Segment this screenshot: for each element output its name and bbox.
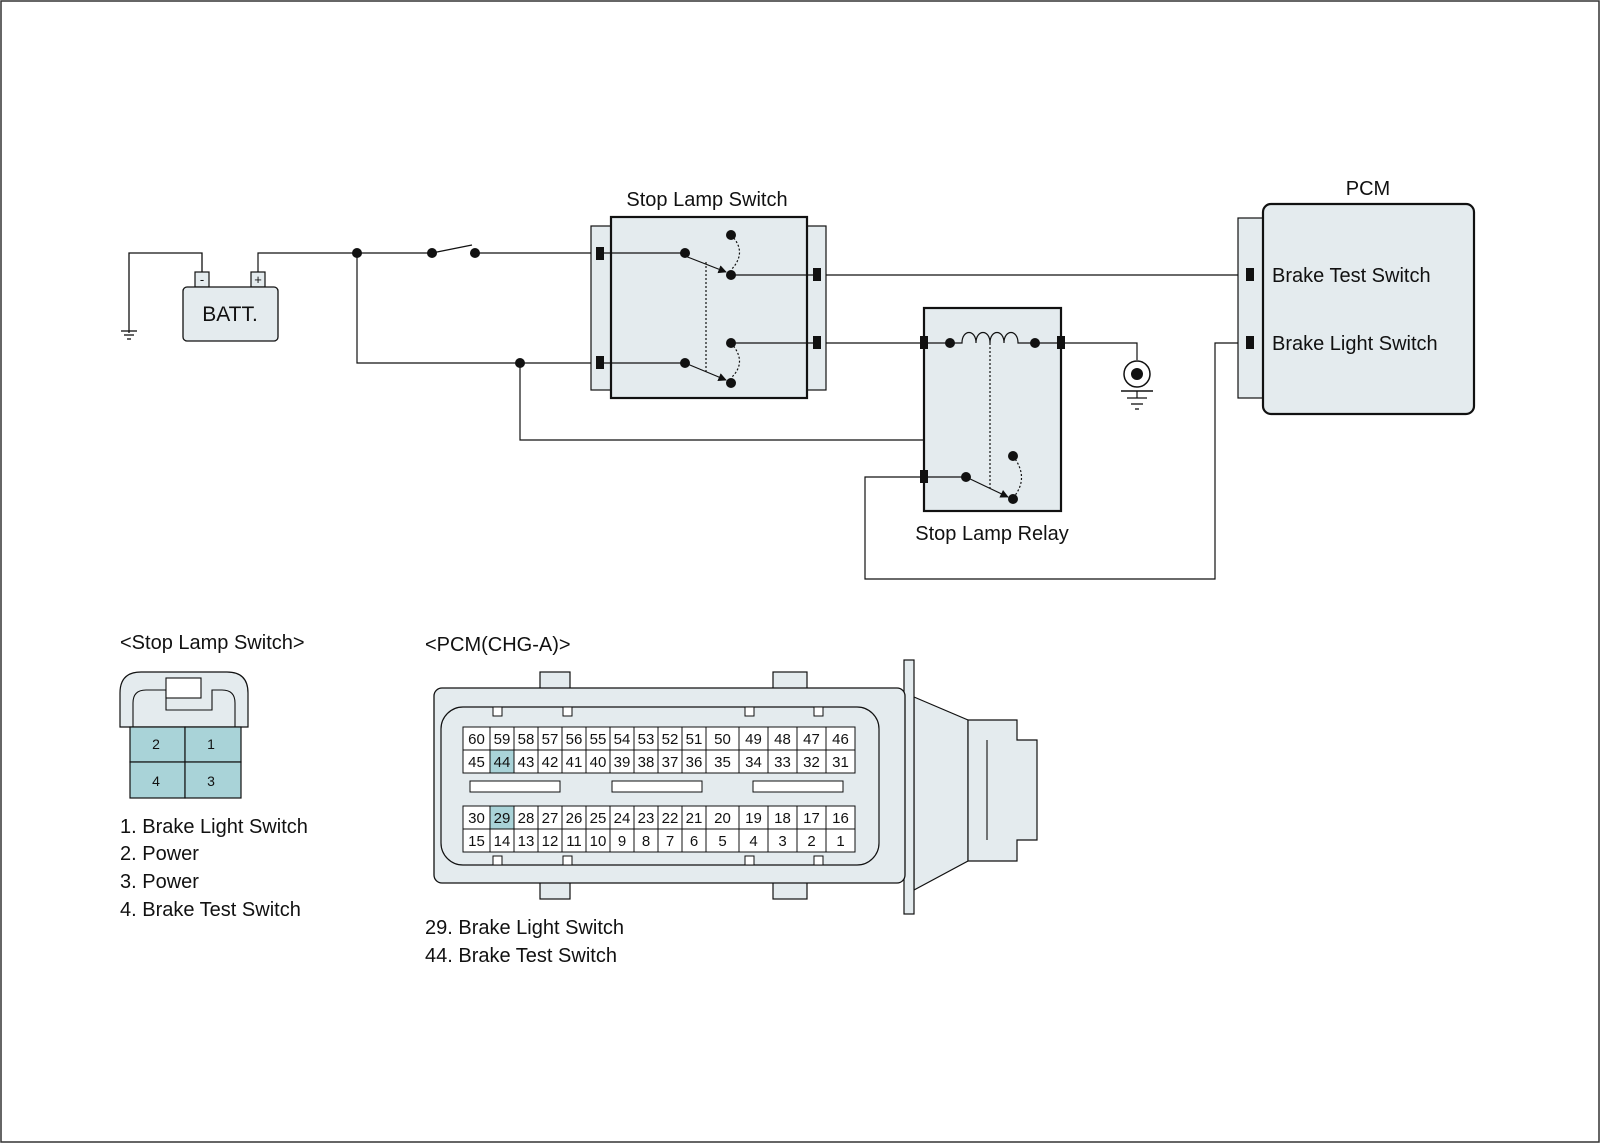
pcm-pin-number: 2 bbox=[807, 833, 815, 850]
pcm-pin-number: 21 bbox=[686, 810, 703, 827]
pcm-pin-number: 13 bbox=[518, 833, 535, 850]
junction-dots bbox=[352, 248, 525, 368]
pcm-pin-cell bbox=[825, 749, 856, 774]
stop-lamp-switch: Stop Lamp Switch bbox=[590, 189, 827, 400]
pcm-pin-number: 25 bbox=[590, 810, 607, 827]
pcm-pin-number: 27 bbox=[542, 810, 559, 827]
pcm-pin-number: 58 bbox=[518, 731, 535, 748]
pcm-input-brake-light: Brake Light Switch bbox=[1272, 333, 1438, 355]
pcm-connector-heading: <PCM(CHG-A)> bbox=[425, 634, 571, 656]
pcm-pin-number: 55 bbox=[590, 731, 607, 748]
stop-lamp-switch-connector: <Stop Lamp Switch> 2 1 4 3 1. Brake Ligh… bbox=[119, 632, 308, 921]
battery-positive-symbol: + bbox=[254, 272, 262, 287]
pcm-pin-number: 18 bbox=[774, 810, 791, 827]
battery: - + BATT. bbox=[121, 252, 279, 342]
pcm-pin-number: 16 bbox=[832, 810, 849, 827]
pcm-pin-number: 43 bbox=[518, 754, 535, 771]
pcm-pin-number: 3 bbox=[778, 833, 786, 850]
pcm-pin-number: 23 bbox=[638, 810, 655, 827]
pcm-pin-number: 7 bbox=[666, 833, 674, 850]
pcm-pin-number: 20 bbox=[714, 810, 731, 827]
pcm-pin-number: 15 bbox=[468, 833, 485, 850]
pcm-pin-number: 17 bbox=[803, 810, 820, 827]
pcm-pin-number: 29 bbox=[494, 810, 511, 827]
pcm-pin-number: 57 bbox=[542, 731, 559, 748]
pcm-pin-number: 8 bbox=[642, 833, 650, 850]
pcm-pin-number: 50 bbox=[714, 731, 731, 748]
pcm-pin-number: 44 bbox=[494, 754, 511, 771]
pcm-pin-number: 26 bbox=[566, 810, 583, 827]
stop-lamp-relay-title: Stop Lamp Relay bbox=[915, 523, 1068, 545]
sls-pin: 1 bbox=[207, 736, 215, 752]
sls-legend-item: 1. Brake Light Switch bbox=[120, 816, 308, 838]
pcm-pin-number: 14 bbox=[494, 833, 511, 850]
pcm-pin-number: 39 bbox=[614, 754, 631, 771]
pcm-pin-number: 51 bbox=[686, 731, 703, 748]
pcm-pin-number: 9 bbox=[618, 833, 626, 850]
sls-connector-heading: <Stop Lamp Switch> bbox=[120, 632, 305, 654]
sls-legend-item: 2. Power bbox=[120, 843, 199, 865]
pcm-pin-number: 6 bbox=[690, 833, 698, 850]
pcm-pin-number: 42 bbox=[542, 754, 559, 771]
pcm-title: PCM bbox=[1346, 178, 1390, 200]
battery-label: BATT. bbox=[202, 303, 258, 326]
ground-symbol bbox=[1121, 360, 1153, 410]
pcm-pin-number: 31 bbox=[832, 754, 849, 771]
pcm-pin-number: 49 bbox=[745, 731, 762, 748]
pcm-pin-number: 48 bbox=[774, 731, 791, 748]
wires bbox=[257, 244, 1250, 580]
pcm-pin-number: 30 bbox=[468, 810, 485, 827]
stop-lamp-relay: Stop Lamp Relay bbox=[915, 306, 1069, 545]
pcm-legend-item: 44. Brake Test Switch bbox=[425, 945, 617, 967]
pcm-pin-number: 32 bbox=[803, 754, 820, 771]
pcm-pin-number: 36 bbox=[686, 754, 703, 771]
sls-pin: 2 bbox=[152, 736, 160, 752]
stop-lamp-switch-title: Stop Lamp Switch bbox=[626, 189, 787, 211]
pcm-connector: <PCM(CHG-A)> 60 59 58 57 56 5 bbox=[425, 634, 1038, 967]
sls-legend-item: 3. Power bbox=[120, 871, 199, 893]
pcm-pin-number: 38 bbox=[638, 754, 655, 771]
pcm-pin-number: 53 bbox=[638, 731, 655, 748]
pcm-pin-number: 59 bbox=[494, 731, 511, 748]
pcm-pin-number: 35 bbox=[714, 754, 731, 771]
pcm-pin-number: 60 bbox=[468, 731, 485, 748]
pcm-pin-number: 33 bbox=[774, 754, 791, 771]
pcm-pin-number: 4 bbox=[749, 833, 757, 850]
pcm-pin-number: 34 bbox=[745, 754, 762, 771]
pcm-pin-number: 46 bbox=[832, 731, 849, 748]
pcm-pin-number: 24 bbox=[614, 810, 631, 827]
pcm-pin-number: 22 bbox=[662, 810, 679, 827]
pcm-pin-number: 11 bbox=[566, 833, 582, 850]
pcm-pin-number: 41 bbox=[566, 754, 583, 771]
pcm-pin-number: 56 bbox=[566, 731, 583, 748]
pcm-pin-number: 52 bbox=[662, 731, 679, 748]
pcm-pin-number: 5 bbox=[718, 833, 726, 850]
pcm-pin-number: 19 bbox=[745, 810, 762, 827]
pcm-pin-number: 54 bbox=[614, 731, 631, 748]
pcm-pin-number: 1 bbox=[836, 833, 844, 850]
pcm-pin-number: 37 bbox=[662, 754, 679, 771]
pcm-pin-number: 28 bbox=[518, 810, 535, 827]
battery-negative-symbol: - bbox=[200, 272, 204, 287]
pcm-pin-number: 45 bbox=[468, 754, 485, 771]
pcm-module: PCM Brake Test Switch Brake Light Switch bbox=[1237, 178, 1476, 416]
pcm-pin-number: 47 bbox=[803, 731, 820, 748]
pcm-input-brake-test: Brake Test Switch bbox=[1272, 265, 1431, 287]
sls-legend-item: 4. Brake Test Switch bbox=[120, 899, 301, 921]
sls-pin: 3 bbox=[207, 773, 215, 789]
pcm-pin-cell bbox=[825, 828, 856, 853]
pcm-pin-number: 12 bbox=[542, 833, 559, 850]
sls-pin: 4 bbox=[152, 773, 160, 789]
pcm-pin-number: 40 bbox=[590, 754, 607, 771]
pcm-legend-item: 29. Brake Light Switch bbox=[425, 917, 624, 939]
pcm-pin-number: 10 bbox=[590, 833, 607, 850]
